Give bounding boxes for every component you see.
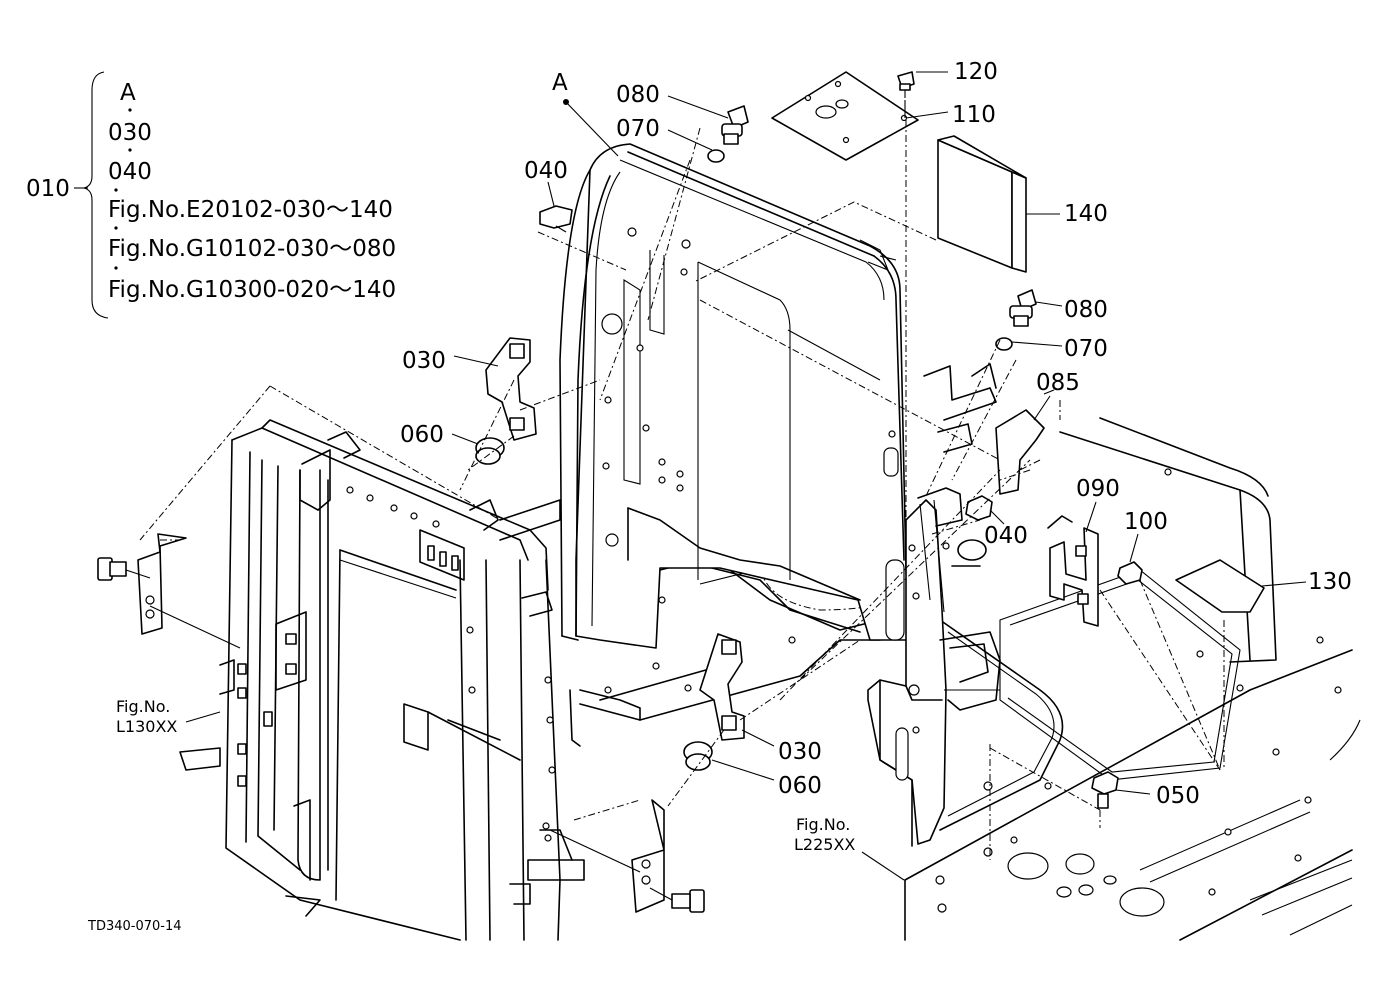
part-085-pad bbox=[995, 409, 1045, 495]
callout-040-left: 040 bbox=[524, 158, 568, 184]
part-120-screw bbox=[897, 71, 915, 118]
callout-070-right: 070 bbox=[1064, 336, 1108, 362]
part-110-plate bbox=[771, 71, 919, 161]
floor-base bbox=[904, 417, 1361, 941]
legend-item-a: A bbox=[120, 80, 136, 106]
callout-130: 130 bbox=[1308, 569, 1352, 595]
legend-item-fig-g10102: Fig.No.G10102-030～080 bbox=[108, 236, 396, 262]
callout-a: A bbox=[552, 70, 568, 96]
round-pad bbox=[951, 539, 987, 567]
legend-item-030: 030 bbox=[108, 120, 152, 146]
rear-panel bbox=[559, 143, 911, 649]
callout-080-top: 080 bbox=[616, 82, 660, 108]
callout-060-lower: 060 bbox=[778, 773, 822, 799]
part-060-grommet-upper bbox=[475, 437, 505, 465]
assembly-code: 010 bbox=[26, 176, 70, 202]
assembly-legend: 010 A 030 040 Fig.No.E20102-030～140 Fig.… bbox=[26, 71, 396, 319]
callout-080-right: 080 bbox=[1064, 297, 1108, 323]
part-050-bolt bbox=[1091, 771, 1119, 809]
callout-140: 140 bbox=[1064, 201, 1108, 227]
callout-120: 120 bbox=[954, 59, 998, 85]
part-080-070-top bbox=[707, 105, 749, 163]
part-030-bracket-lower bbox=[699, 633, 745, 741]
callout-110: 110 bbox=[952, 102, 996, 128]
callout-040-mid: 040 bbox=[984, 523, 1028, 549]
callout-030-lower: 030 bbox=[778, 739, 822, 765]
part-130-pad bbox=[1175, 559, 1265, 613]
reference-notes: Fig.No. L130XX Fig.No. L225XX TD340-070-… bbox=[87, 697, 855, 934]
callout-100: 100 bbox=[1124, 509, 1168, 535]
legend-item-040: 040 bbox=[108, 159, 152, 185]
part-060-grommet-lower bbox=[683, 741, 713, 771]
part-030-bracket-upper bbox=[485, 337, 537, 441]
part-140-block bbox=[937, 135, 1027, 273]
callout-labels: A 080 070 040 030 060 120 110 140 080 07… bbox=[400, 59, 1352, 809]
ref-right-line2: L225XX bbox=[794, 835, 855, 854]
part-080-070-right bbox=[995, 289, 1037, 351]
leader-lines bbox=[139, 71, 1307, 881]
callout-090: 090 bbox=[1076, 476, 1120, 502]
callout-030-upper: 030 bbox=[402, 348, 446, 374]
callout-085: 085 bbox=[1036, 370, 1080, 396]
part-100-bolt bbox=[1117, 561, 1143, 585]
bracket-upper-right bbox=[923, 363, 997, 453]
callout-050: 050 bbox=[1156, 783, 1200, 809]
left-door-frame bbox=[97, 419, 705, 941]
ref-left-line1: Fig.No. bbox=[116, 697, 170, 716]
ref-left-line2: L130XX bbox=[116, 717, 177, 736]
ref-right-line1: Fig.No. bbox=[796, 815, 850, 834]
part-040-bolt-left bbox=[539, 205, 573, 233]
callout-060-upper: 060 bbox=[400, 422, 444, 448]
part-090-bracket bbox=[1047, 515, 1099, 627]
legend-item-fig-e20102: Fig.No.E20102-030～140 bbox=[108, 197, 393, 223]
callout-070-top: 070 bbox=[616, 116, 660, 142]
drawing-code: TD340-070-14 bbox=[87, 919, 182, 934]
legend-item-fig-g10300: Fig.No.G10300-020～140 bbox=[108, 277, 396, 303]
